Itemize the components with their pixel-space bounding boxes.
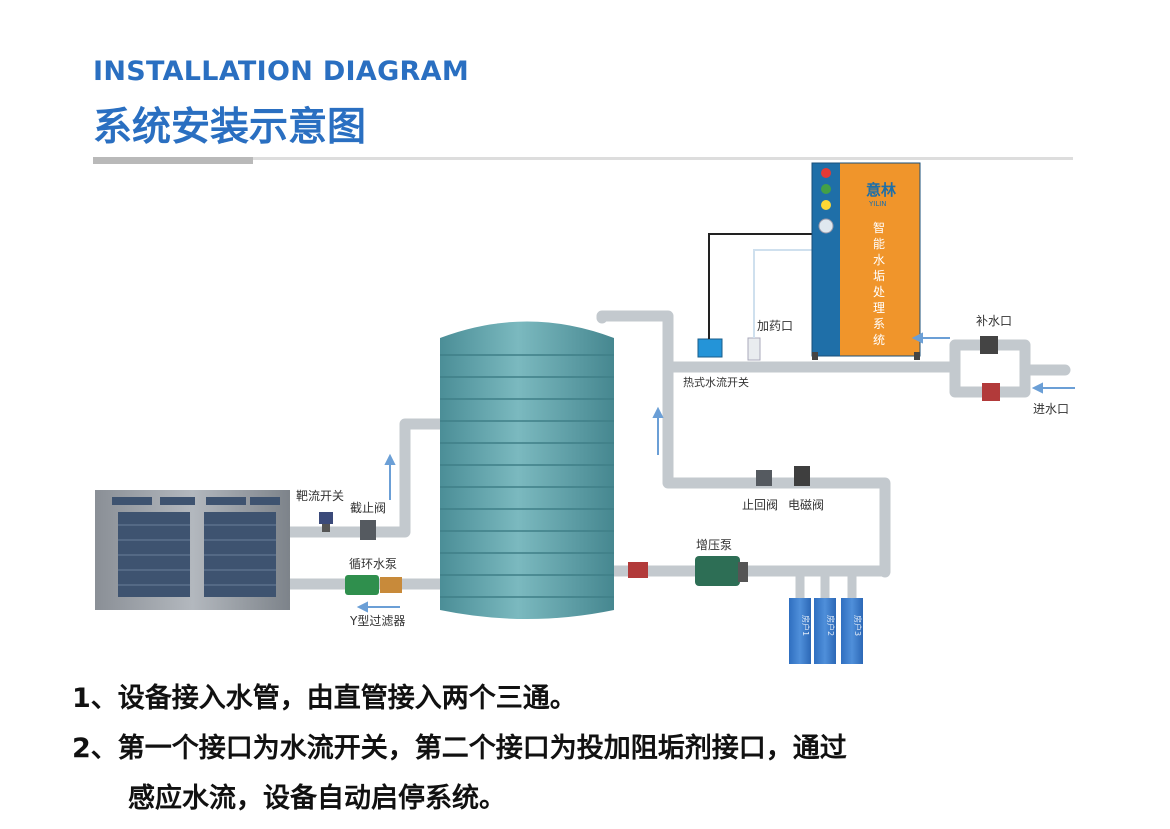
- booster-pump: [695, 556, 748, 586]
- heat-pump-unit: [95, 490, 290, 610]
- red-valve: [628, 562, 648, 578]
- control-wire: [708, 233, 812, 339]
- water-tank: [440, 321, 614, 619]
- label-stop-valve: 截止阀: [350, 501, 386, 515]
- logo-cn: 意林: [866, 181, 897, 199]
- gauge-icon: [818, 218, 834, 234]
- check-valve: [756, 470, 772, 486]
- logo-en: YILIN: [868, 200, 887, 208]
- circ-pump: [345, 575, 402, 595]
- label-solenoid-valve: 电磁阀: [788, 497, 824, 512]
- stop-valve: [360, 520, 376, 540]
- note-line-1: 1、设备接入水管，由直管接入两个三通。: [72, 683, 577, 714]
- panel-char-6: 理: [873, 301, 885, 315]
- pipe-makeup-top: [949, 339, 1031, 398]
- panel-char-2: 能: [873, 237, 885, 251]
- dosing-port: [747, 337, 761, 361]
- label-makeup-port: 补水口: [976, 314, 1012, 328]
- label-dosing-port: 加药口: [757, 319, 793, 333]
- label-check-valve: 止回阀: [742, 498, 778, 512]
- panel-char-3: 水: [873, 253, 885, 267]
- flow-arrows: [356, 332, 1075, 613]
- target-flow-switch: [319, 512, 333, 532]
- label-inlet-port: 进水口: [1033, 402, 1069, 416]
- panel-char-7: 系: [873, 317, 885, 331]
- label-room-2: 房户2: [826, 615, 836, 636]
- label-thermal-flow-switch: 热式水流开关: [683, 375, 749, 389]
- note-line-3: 感应水流，设备自动启停系统。: [128, 783, 506, 814]
- divider: [93, 157, 1073, 160]
- scale-treatment-device: [811, 162, 921, 360]
- solenoid-valve: [794, 466, 810, 486]
- pipe-hp-supply: [284, 418, 446, 538]
- indicator-yellow-icon: [821, 200, 831, 210]
- label-circ-pump: 循环水泵: [349, 557, 397, 571]
- title-cn: 系统安装示意图: [93, 105, 367, 150]
- pipes: [284, 310, 1071, 590]
- pipe-drops: [795, 571, 857, 598]
- title-en: INSTALLATION DIAGRAM: [93, 56, 469, 87]
- installation-diagram: 加药口 热式水流开关 补水口 进水口 止回阀 电磁阀 靶流开关 截止阀 循环水泵…: [95, 162, 1075, 664]
- panel-char-1: 智: [873, 220, 885, 235]
- room-meters: [789, 598, 863, 664]
- divider-accent: [93, 157, 253, 164]
- label-booster-pump: 增压泵: [696, 538, 732, 552]
- label-target-flow-switch: 靶流开关: [296, 489, 344, 503]
- pipe-tank-out: [596, 310, 891, 578]
- indicator-red-icon: [821, 168, 831, 178]
- dosing-line: [753, 249, 812, 338]
- note-line-2: 2、第一个接口为水流开关，第二个接口为投加阻垢剂接口，通过: [72, 733, 847, 764]
- panel-char-5: 处: [873, 285, 885, 299]
- label-room-3: 房户3: [853, 615, 863, 636]
- label-y-filter: Y型过滤器: [349, 614, 405, 628]
- makeup-valves: [980, 336, 1000, 401]
- label-room-1: 房户1: [801, 615, 811, 636]
- panel-char-8: 统: [873, 333, 885, 347]
- indicator-green-icon: [821, 184, 831, 194]
- thermal-flow-switch: [697, 338, 723, 358]
- panel-char-4: 垢: [873, 269, 885, 283]
